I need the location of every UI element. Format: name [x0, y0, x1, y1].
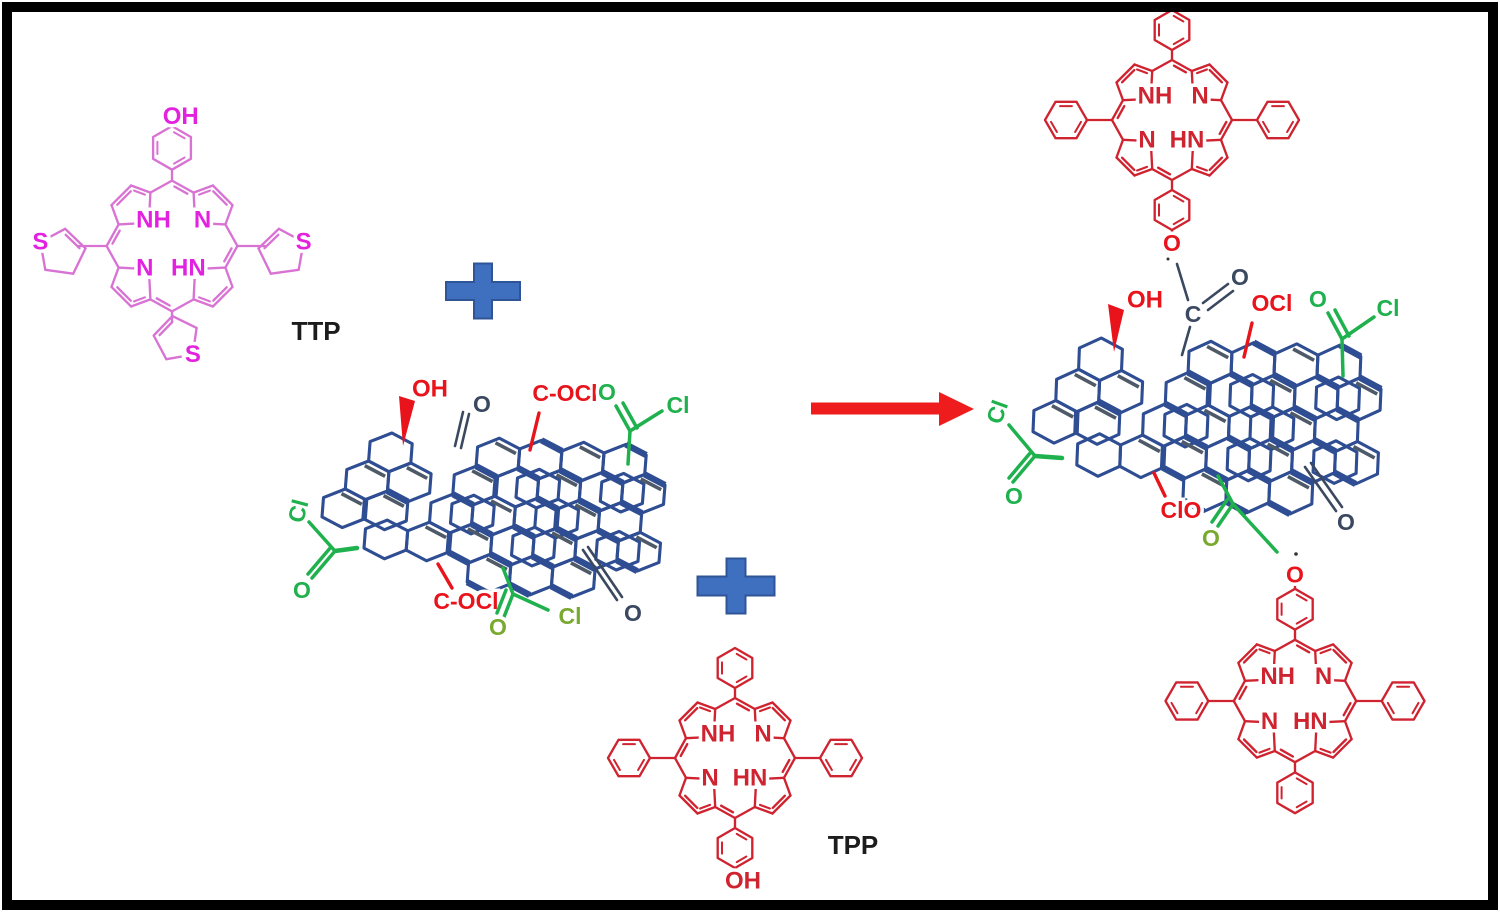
svg-text:N: N [754, 721, 771, 748]
svg-text:N: N [1191, 83, 1208, 110]
svg-text:S: S [32, 229, 48, 256]
svg-text:O: O [1337, 509, 1355, 535]
svg-text:N: N [1138, 127, 1155, 154]
svg-text:TPP: TPP [828, 830, 879, 860]
svg-text:O: O [489, 614, 507, 640]
svg-text:Cl: Cl [1377, 295, 1400, 321]
svg-text:N: N [1315, 663, 1332, 690]
svg-text:OH: OH [1127, 287, 1163, 314]
svg-text:N: N [701, 765, 718, 792]
svg-text:HN: HN [171, 254, 206, 281]
svg-text:N: N [194, 206, 211, 233]
svg-text:Cl: Cl [667, 392, 690, 418]
svg-text:O: O [1202, 525, 1220, 551]
svg-text:NH: NH [1260, 663, 1295, 690]
svg-text:C-OCl: C-OCl [532, 380, 597, 406]
svg-text:S: S [185, 341, 201, 368]
svg-text:Cl: Cl [559, 603, 582, 629]
svg-text:S: S [296, 229, 312, 256]
svg-text:O: O [1163, 230, 1181, 256]
svg-text:O: O [1231, 264, 1249, 290]
svg-text:HN: HN [733, 765, 768, 792]
svg-text:O: O [1005, 483, 1023, 509]
svg-text:N: N [136, 254, 153, 281]
svg-text:N: N [1261, 708, 1278, 735]
svg-text:OH: OH [163, 103, 199, 130]
svg-text:OH: OH [412, 376, 448, 403]
svg-text:NH: NH [701, 721, 736, 748]
svg-text:TTP: TTP [291, 316, 340, 346]
svg-text:O: O [1286, 562, 1304, 588]
svg-text:OCl: OCl [1252, 290, 1293, 316]
svg-text:O: O [598, 379, 616, 405]
svg-text:O: O [1309, 286, 1327, 312]
svg-text:O: O [624, 600, 642, 626]
svg-text:C-OCl: C-OCl [433, 588, 498, 614]
svg-text:OH: OH [725, 868, 761, 895]
svg-text:C: C [1185, 301, 1202, 327]
svg-text:O: O [293, 577, 311, 603]
svg-text:ClO: ClO [1161, 497, 1202, 523]
svg-text:NH: NH [136, 206, 171, 233]
svg-text:NH: NH [1138, 83, 1173, 110]
svg-text:HN: HN [1293, 708, 1328, 735]
svg-text:HN: HN [1170, 127, 1205, 154]
svg-text:O: O [473, 391, 491, 417]
